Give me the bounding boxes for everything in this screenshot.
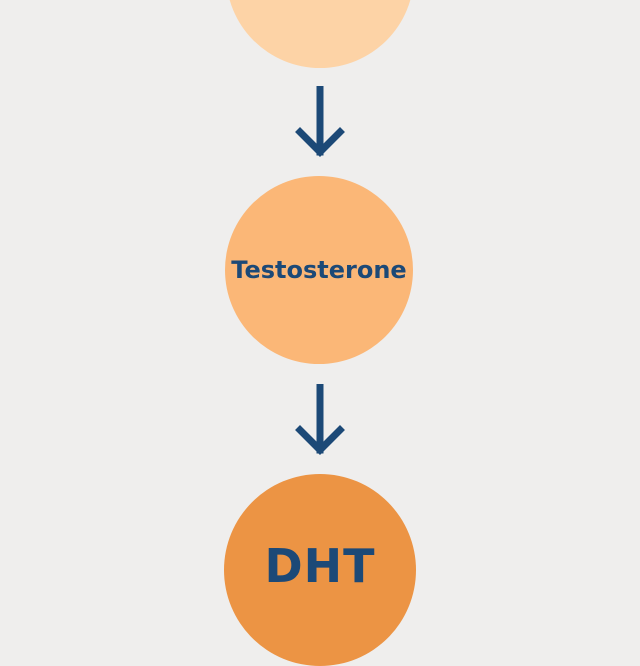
dht-node: DHT bbox=[224, 474, 416, 666]
testosterone-label: Testosterone bbox=[231, 256, 407, 284]
dht-label: DHT bbox=[264, 539, 376, 593]
testosterone-node: Testosterone bbox=[225, 176, 413, 364]
arrow-down-icon bbox=[295, 86, 345, 157]
arrow-down-icon bbox=[295, 384, 345, 455]
precursor-node bbox=[226, 0, 414, 68]
